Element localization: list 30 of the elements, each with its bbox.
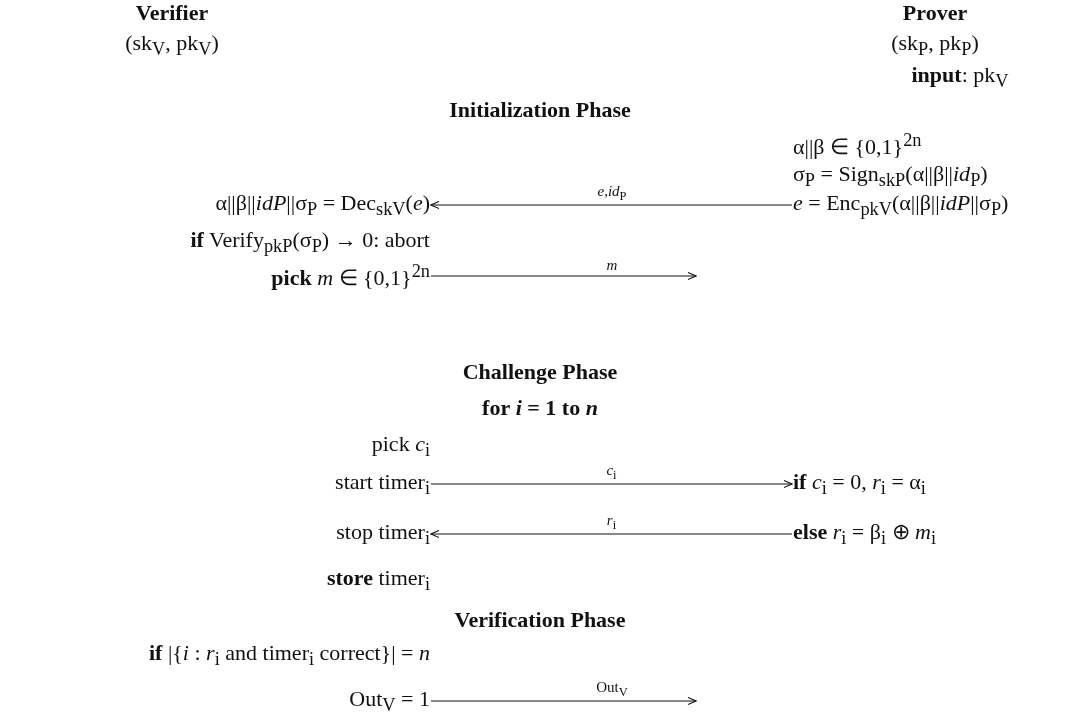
- protocol-step: if Verify$_{pkP}$(σ$_{P}$) → 0: abort: [190, 226, 430, 258]
- arrow: [430, 200, 793, 210]
- protocol-step: if |{i : r$_{i}$ and timer$_{i}$ correct}| = n: [148, 639, 430, 671]
- phase-heading: for i = 1 to n: [482, 395, 598, 421]
- protocol-step: else r$_{i}$ = β$_{i}$ ⊕ m$_{i}$: [793, 518, 937, 550]
- protocol-step: α||β||idP||σ$_{P}$ = Dec$_{skV}$(e): [215, 189, 430, 221]
- phase-heading: (sk$_{P}$, pk$_{P}$): [891, 29, 979, 61]
- protocol-step: start timer$_{i}$: [335, 468, 430, 500]
- edge-label: e,id$_{P}$: [595, 183, 629, 202]
- protocol-step: e = Enc$_{pkV}$(α||β||idP||σ$_{P}$): [793, 189, 1009, 221]
- arrow: [430, 479, 793, 489]
- arrow: [430, 696, 697, 706]
- arrow: [430, 271, 697, 281]
- protocol-step: stop timer$_{i}$: [336, 518, 430, 550]
- phase-heading: input: pk$_{V}$: [911, 61, 1009, 93]
- protocol-step: if c$_{i}$ = 0, r$_{i}$ = α$_{i}$: [793, 468, 926, 500]
- edge-label: Out$_{V}$: [594, 679, 630, 698]
- arrow: [430, 529, 793, 539]
- party-heading: Verifier: [135, 0, 209, 26]
- party-heading: Prover: [902, 0, 968, 26]
- protocol-step: pick c$_{i}$: [371, 430, 430, 462]
- phase-heading: Initialization Phase: [449, 97, 631, 123]
- protocol-step: store timer$_{i}$: [326, 564, 430, 596]
- protocol-step: σ$_{P}$ = Sign$_{skP}$(α||β||id$_{P}$): [793, 160, 988, 192]
- phase-heading: Verification Phase: [454, 607, 626, 633]
- protocol-step: Out$_{V}$ = 1: [349, 685, 430, 717]
- protocol-step: α||β ∈ {0,1}$^{2n}$: [793, 129, 922, 161]
- phase-heading: Challenge Phase: [462, 359, 618, 385]
- phase-heading: (sk$_{V}$, pk$_{V}$): [125, 29, 219, 61]
- protocol-step: pick m ∈ {0,1}$^{2n}$: [271, 260, 430, 292]
